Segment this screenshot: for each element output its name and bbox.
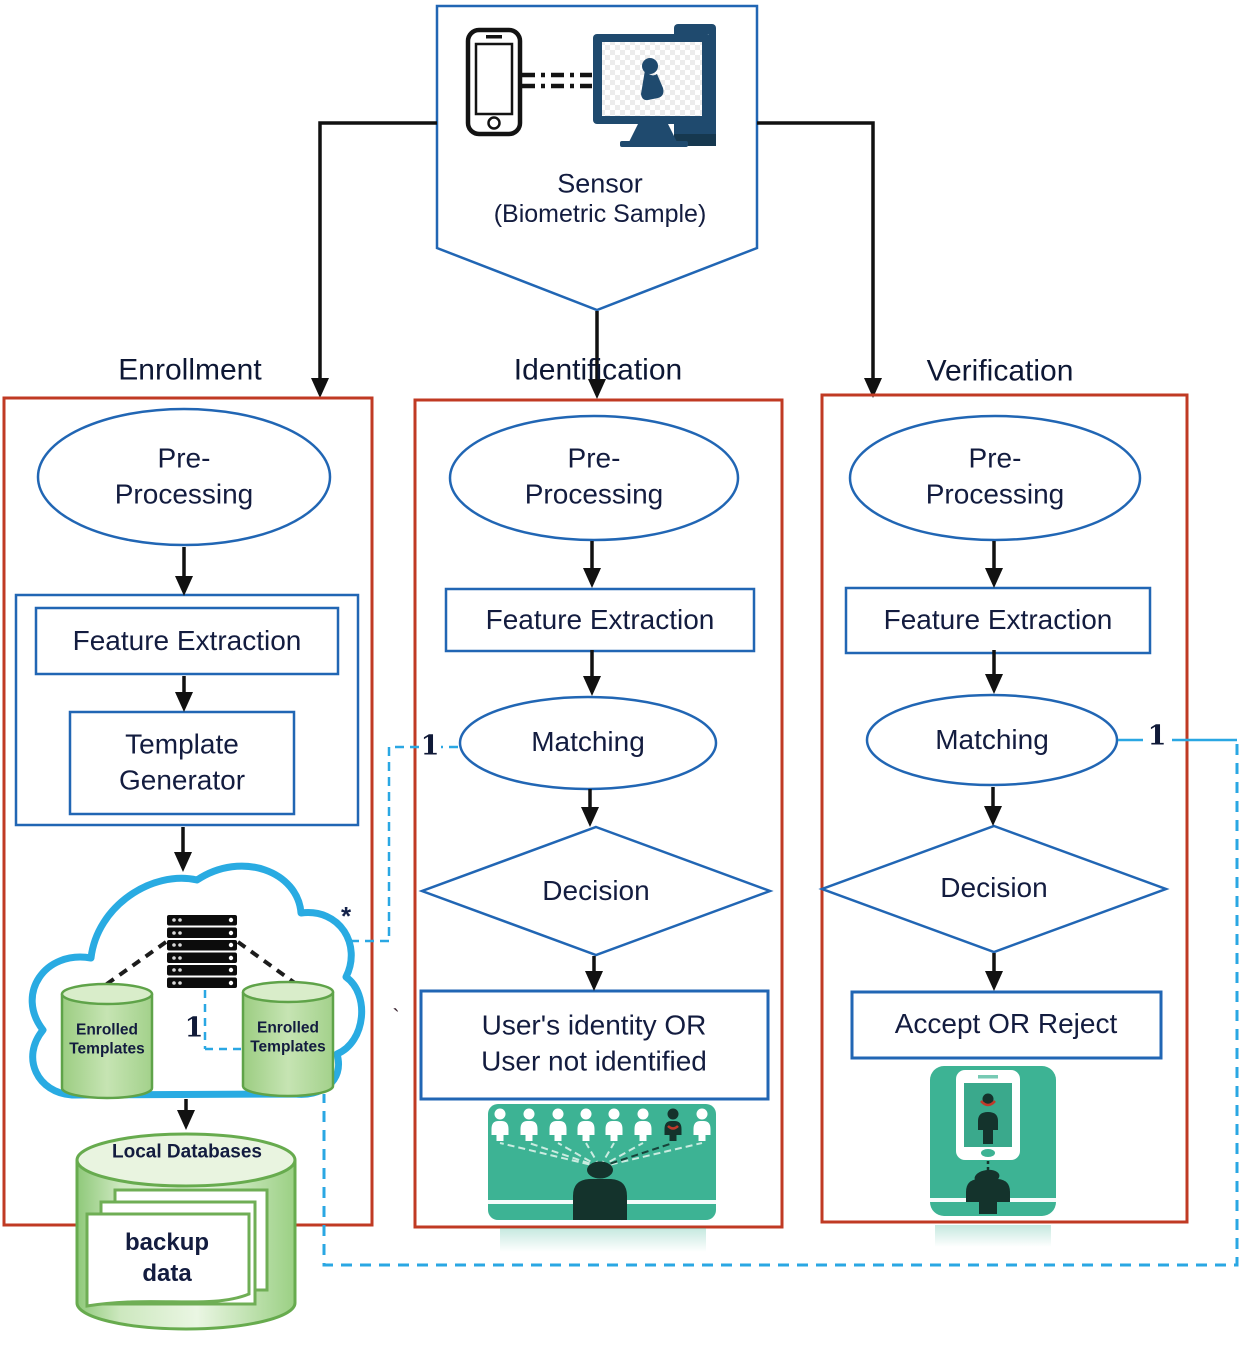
enrollment-feature-extraction-label: Feature Extraction bbox=[72, 624, 302, 656]
identification-title: Identification bbox=[513, 353, 683, 387]
star-annotation: * bbox=[340, 901, 352, 932]
enrolled-templates-right-label: Enrolled Templates bbox=[250, 1019, 326, 1056]
screen-person bbox=[978, 1093, 998, 1144]
verification-matching-ellipse bbox=[865, 693, 1119, 787]
verification-feature-extraction-label: Feature Extraction bbox=[883, 603, 1113, 635]
verification-preprocessing-ellipse bbox=[848, 414, 1142, 542]
identification-decision-diamond bbox=[418, 825, 774, 957]
verification-result-box bbox=[850, 990, 1163, 1060]
desktop-computer-icon bbox=[593, 24, 716, 147]
verified-person bbox=[966, 1169, 1010, 1214]
enrolled-templates-left-label: Enrolled Templates bbox=[69, 1021, 145, 1058]
verification-shapes bbox=[818, 414, 1170, 1060]
backup-data-label: backup data bbox=[124, 1228, 210, 1287]
enrollment-feature-extraction-box bbox=[34, 606, 340, 676]
identification-shapes bbox=[418, 414, 774, 1101]
crowd-figures bbox=[491, 1108, 711, 1141]
enrolled-templates-db-right bbox=[241, 980, 335, 1098]
identification-result-label: User's identity OR User not identified bbox=[481, 1009, 707, 1077]
cloud-connector-1-label: 1 bbox=[184, 1012, 204, 1044]
verification-frame bbox=[820, 393, 1189, 1224]
verification-feature-extraction-box bbox=[844, 586, 1152, 655]
identification-feature-extraction-box bbox=[444, 587, 756, 653]
enrollment-shapes bbox=[14, 407, 360, 827]
enrolled-templates-db-left bbox=[60, 982, 154, 1100]
identification-preprocessing-ellipse bbox=[448, 414, 740, 542]
verification-decision-label: Decision bbox=[940, 871, 1048, 903]
identification-feature-extraction-label: Feature Extraction bbox=[485, 603, 715, 635]
stray-mark: ` bbox=[392, 1004, 400, 1030]
smartphone-icon bbox=[465, 27, 523, 137]
enrollment-preprocessing-label: Pre- Processing bbox=[114, 442, 254, 510]
sensor-title: Sensor bbox=[557, 168, 643, 199]
server-link-lines bbox=[102, 940, 301, 988]
server-rack-icon bbox=[167, 915, 237, 988]
sensor-flow-arrows bbox=[311, 121, 882, 399]
verification-graphic-reflection bbox=[935, 1225, 1051, 1247]
cloud-link-1-connector bbox=[203, 990, 241, 1051]
verification-matching-label: Matching bbox=[935, 723, 1049, 755]
verification-result-label: Accept OR Reject bbox=[894, 1007, 1118, 1039]
cloud-storage bbox=[28, 862, 366, 1100]
enrollment-preprocessing-ellipse bbox=[36, 407, 332, 547]
verification-title: Verification bbox=[926, 354, 1074, 388]
sensor-subtitle: (Biometric Sample) bbox=[493, 199, 707, 228]
one-to-many-crowd-icon bbox=[488, 1104, 716, 1252]
verification-preprocessing-label: Pre- Processing bbox=[925, 442, 1065, 510]
identification-preprocessing-label: Pre- Processing bbox=[524, 442, 664, 510]
verification-matching-connector bbox=[322, 738, 1239, 1267]
identification-connector-1-label: 1 bbox=[420, 730, 440, 762]
matched-figure bbox=[664, 1108, 682, 1141]
verification-decision-diamond bbox=[818, 824, 1170, 954]
flow-arrows bbox=[174, 541, 1003, 1130]
identification-matching-label: Matching bbox=[531, 725, 645, 757]
touch-hand-glyph bbox=[641, 58, 664, 101]
backup-pages bbox=[85, 1188, 269, 1308]
searcher-figure bbox=[573, 1161, 627, 1220]
identification-decision-label: Decision bbox=[542, 874, 650, 906]
local-databases-label: Local Databases bbox=[112, 1141, 262, 1163]
enrollment-title: Enrollment bbox=[118, 353, 262, 387]
identification-result-box bbox=[419, 989, 770, 1101]
identification-graphic-reflection bbox=[500, 1228, 706, 1252]
one-to-one-phone-match-icon bbox=[930, 1066, 1056, 1247]
phone-computer-link-line bbox=[522, 72, 592, 89]
column-frames bbox=[2, 393, 1189, 1229]
enrollment-template-generator-box bbox=[68, 710, 296, 816]
local-databases-cylinder bbox=[75, 1132, 297, 1331]
identification-matching-ellipse bbox=[458, 695, 718, 791]
identification-frame bbox=[413, 398, 784, 1229]
enrollment-template-generator-label: Template Generator bbox=[118, 728, 246, 796]
verification-connector-1-label: 1 bbox=[1147, 720, 1167, 752]
